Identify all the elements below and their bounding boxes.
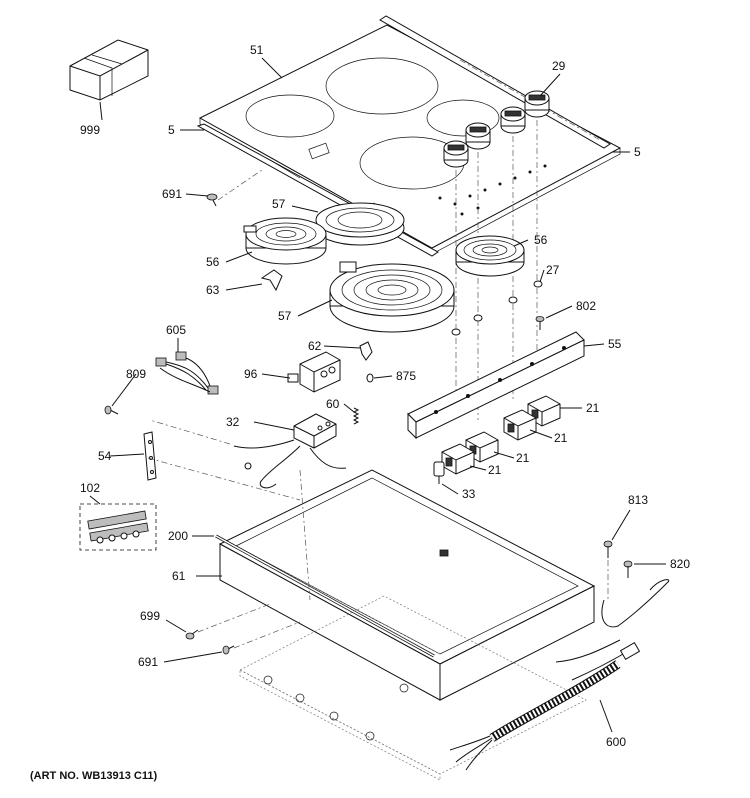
callout-57-top: 57 <box>272 197 286 211</box>
bottom-insulation-panel <box>239 595 587 781</box>
callout-813: 813 <box>628 493 648 507</box>
part-54-strap <box>143 431 157 481</box>
callout-699: 699 <box>140 609 160 623</box>
callout-820: 820 <box>670 557 690 571</box>
callout-27: 27 <box>546 263 560 277</box>
callout-600: 600 <box>606 735 626 749</box>
callout-56-left: 56 <box>206 255 220 269</box>
part-999-literature-box <box>69 39 149 101</box>
part-32-terminal-block <box>233 413 347 489</box>
part-102-terminal-kit <box>79 503 157 551</box>
callout-labels: 999 51 29 5 5 691 57 56 56 63 27 57 802 … <box>80 43 690 749</box>
callout-5-right: 5 <box>634 145 641 159</box>
part-21-switches <box>441 395 561 475</box>
callout-691-bottom: 691 <box>138 655 158 669</box>
part-875-grommet <box>366 373 374 383</box>
callout-691-top: 691 <box>162 187 182 201</box>
callout-96: 96 <box>244 367 258 381</box>
part-63-bracket <box>260 269 283 292</box>
part-56-radiant-element-right <box>455 235 525 277</box>
callout-56-right: 56 <box>534 233 548 247</box>
part-56-radiant-element-left <box>243 217 327 265</box>
part-200-gasket <box>215 534 435 658</box>
part-57-radiant-element-large-rear <box>315 202 405 246</box>
callout-21-d: 21 <box>488 463 502 477</box>
part-699-screw <box>185 603 271 640</box>
callout-60: 60 <box>326 397 340 411</box>
part-57-radiant-element-large-front <box>329 261 455 333</box>
callout-54: 54 <box>98 449 112 463</box>
callout-802: 802 <box>576 299 596 313</box>
callout-57-mid: 57 <box>278 309 292 323</box>
callout-5-left: 5 <box>168 123 175 137</box>
leader-lines <box>89 57 666 733</box>
part-62-clip <box>359 341 373 361</box>
part-600-conduit-cable <box>449 579 670 771</box>
part-61-burner-box-pan <box>218 469 596 701</box>
callout-61: 61 <box>172 569 186 583</box>
part-29-control-knobs <box>443 90 550 168</box>
callout-33: 33 <box>462 487 476 501</box>
callout-51: 51 <box>250 43 264 57</box>
part-813-screw <box>603 540 613 600</box>
callout-62: 62 <box>308 339 322 353</box>
callout-605: 605 <box>166 323 186 337</box>
callout-200: 200 <box>168 529 188 543</box>
callout-875: 875 <box>396 369 416 383</box>
part-33-indicator-light <box>433 461 445 484</box>
callout-32: 32 <box>226 415 240 429</box>
control-marks <box>438 164 547 216</box>
callout-999: 999 <box>80 123 100 137</box>
callout-21-b: 21 <box>554 431 568 445</box>
callout-809: 809 <box>126 367 146 381</box>
part-60-spring <box>352 407 360 425</box>
part-691-screw-bottom <box>222 621 301 655</box>
part-691-screw-top <box>206 169 263 207</box>
callout-102: 102 <box>80 481 100 495</box>
part-27-spacers <box>451 280 543 336</box>
callout-29: 29 <box>552 59 566 73</box>
art-number-caption: (ART NO. WB13913 C11) <box>30 770 157 782</box>
part-605-wire-harness <box>155 351 219 395</box>
part-802-screw <box>535 316 545 330</box>
part-820-screw <box>623 560 633 578</box>
callout-55: 55 <box>608 337 622 351</box>
part-55-switch-bracket <box>407 331 585 440</box>
callout-21-c: 21 <box>516 451 530 465</box>
part-96-bracket <box>287 351 341 393</box>
part-809-screw <box>104 405 119 415</box>
callout-63: 63 <box>206 283 220 297</box>
callout-21-a: 21 <box>586 401 600 415</box>
